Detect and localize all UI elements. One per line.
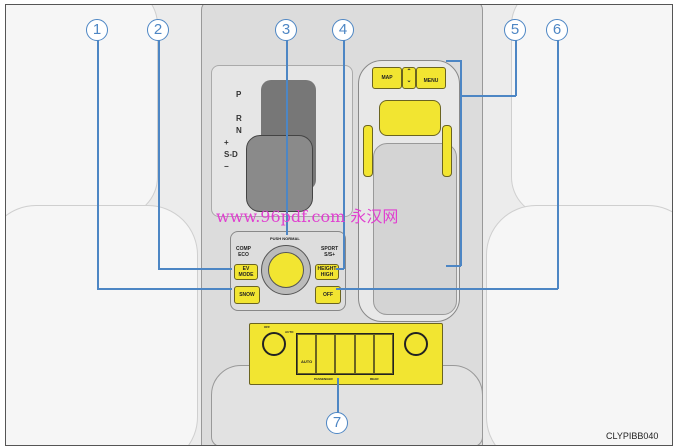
- auto-label: AUTO: [285, 330, 294, 334]
- enter-button-right[interactable]: [442, 125, 452, 177]
- passenger-label: PASSENGER: [314, 377, 333, 381]
- callout-4: 4: [332, 19, 354, 41]
- callout-5-bracket: [460, 60, 462, 266]
- left-seat-dial[interactable]: [262, 332, 286, 356]
- callout-1: 1: [86, 19, 108, 41]
- callout-1-line: [97, 288, 232, 290]
- callout-2: 2: [147, 19, 169, 41]
- gear-p: P: [236, 90, 242, 99]
- right-seat-back: [511, 5, 672, 217]
- sport-label: SPORT S/S+: [321, 246, 339, 258]
- snow-button[interactable]: SNOW: [234, 286, 260, 304]
- illustration-frame: P R N + S-D − COMP ECO PUSH NORMAL SPORT…: [5, 4, 673, 446]
- drive-mode-select-switch[interactable]: [268, 252, 304, 288]
- seat-massage-button[interactable]: [316, 334, 336, 374]
- remote-touch-knob[interactable]: [379, 100, 441, 136]
- seat-auto-button[interactable]: AUTO: [297, 334, 317, 374]
- callout-5-line: [460, 95, 516, 97]
- callout-7: 7: [326, 412, 348, 434]
- callout-4-line: [336, 268, 344, 270]
- shift-positions: P R N + S-D −: [224, 89, 242, 173]
- vsc-off-button[interactable]: OFF: [315, 286, 341, 304]
- comp-eco-label: COMP ECO: [236, 246, 251, 258]
- seat-button-group: AUTO: [296, 333, 394, 375]
- callout-5-line: [515, 40, 517, 96]
- callout-6: 6: [546, 19, 568, 41]
- seat-heat-button[interactable]: [335, 334, 355, 374]
- rear-seat-button-2[interactable]: [373, 334, 394, 374]
- callout-4-line: [343, 40, 345, 269]
- gear-minus: −: [224, 162, 229, 171]
- callout-5-bracket: [446, 60, 461, 62]
- right-seat-cushion: [486, 205, 672, 445]
- callout-6-line: [336, 288, 558, 290]
- enter-button-left[interactable]: [363, 125, 373, 177]
- left-seat-back: [6, 5, 158, 217]
- rear-seat-button-1[interactable]: [354, 334, 374, 374]
- callout-7-line: [337, 378, 339, 413]
- up-down-button[interactable]: ⌃⌄: [402, 67, 416, 89]
- callout-3-line: [286, 40, 288, 235]
- menu-button[interactable]: MENU: [416, 67, 446, 89]
- callout-2-line: [158, 268, 232, 270]
- gear-r: R: [236, 114, 242, 123]
- figure-code: CLYPIBB040: [606, 431, 659, 441]
- callout-1-line: [97, 40, 99, 289]
- off-label: OFF: [264, 325, 270, 329]
- callout-6-line: [557, 40, 559, 289]
- ev-mode-button[interactable]: EV MODE: [234, 264, 258, 280]
- right-seat-dial[interactable]: [404, 332, 428, 356]
- callout-5: 5: [504, 19, 526, 41]
- callout-5-bracket: [446, 265, 461, 267]
- left-seat-cushion: [6, 205, 198, 445]
- gear-plus: +: [224, 138, 229, 147]
- watermark: www.96pdf.com 永汉网: [216, 207, 399, 226]
- callout-3: 3: [275, 19, 297, 41]
- push-normal-label: PUSH NORMAL: [270, 236, 300, 241]
- gear-n: N: [236, 126, 242, 135]
- callout-2-line: [158, 40, 160, 269]
- height-high-button[interactable]: HEIGHT HIGH: [315, 264, 339, 280]
- gear-sd: S-D: [224, 150, 238, 159]
- rear-label: REAR: [370, 377, 379, 381]
- map-button[interactable]: MAP: [372, 67, 402, 89]
- shift-lever[interactable]: [246, 135, 313, 212]
